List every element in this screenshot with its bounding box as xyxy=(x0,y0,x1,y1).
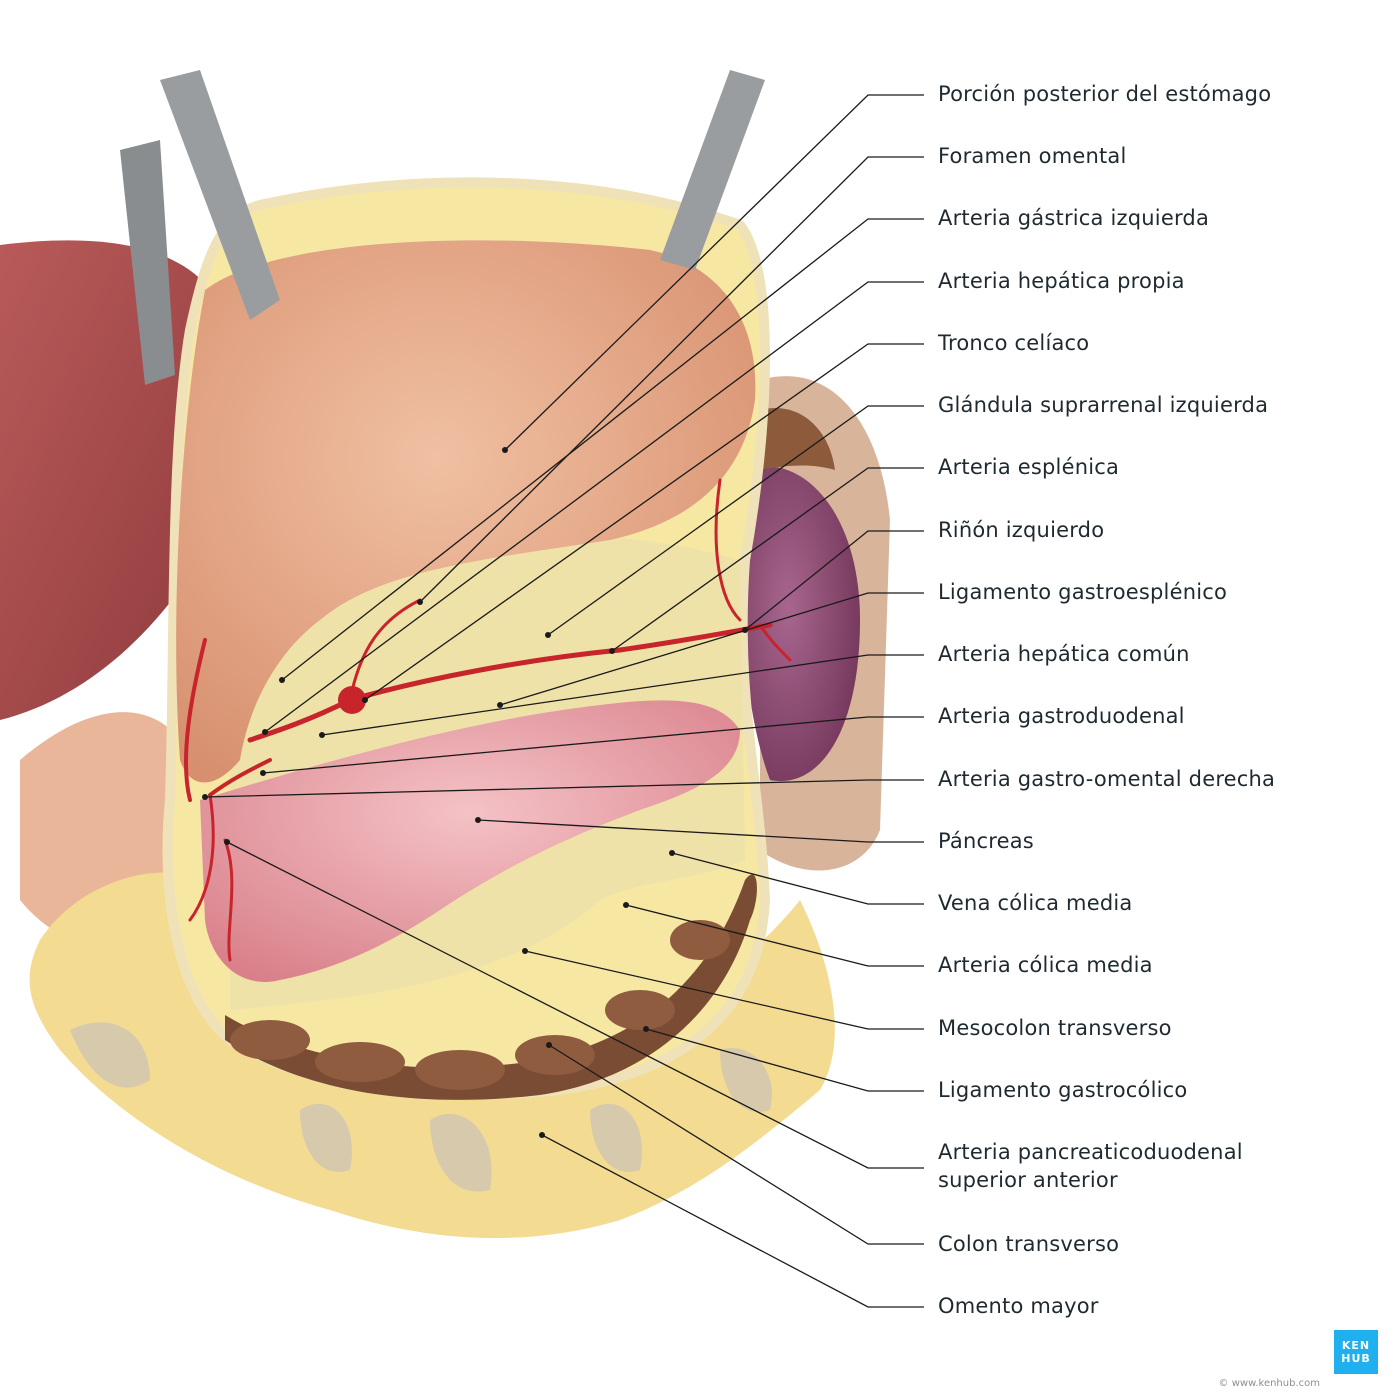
leader-line-colon-transverso xyxy=(548,1044,924,1245)
label-text: Vena cólica media xyxy=(938,891,1133,915)
leader-line-arteria-gastroduodenal xyxy=(262,716,924,774)
label-foramen-omental: Foramen omental xyxy=(938,142,1127,170)
leader-dot-arteria-pancreaticoduodenal xyxy=(224,839,230,845)
label-rinon-izquierdo: Riñón izquierdo xyxy=(938,516,1104,544)
copyright-text: © www.kenhub.com xyxy=(1218,1378,1320,1389)
label-ligamento-gastroesplenico: Ligamento gastroesplénico xyxy=(938,578,1227,606)
label-text: Ligamento gastrocólico xyxy=(938,1078,1188,1102)
leader-dot-arteria-esplenica xyxy=(609,648,615,654)
leader-dot-arteria-colica-media xyxy=(623,902,629,908)
label-text: Arteria hepática común xyxy=(938,642,1190,666)
label-vena-colica-media: Vena cólica media xyxy=(938,889,1132,917)
label-arteria-gastro-omental-derecha: Arteria gastro-omental derecha xyxy=(938,765,1275,793)
label-text: Arteria hepática propia xyxy=(938,269,1185,293)
label-glandula-suprarrenal-izquierda: Glándula suprarrenal izquierda xyxy=(938,391,1268,419)
leader-dot-mesocolon-transverso xyxy=(522,948,528,954)
label-text: Mesocolon transverso xyxy=(938,1016,1172,1040)
label-ligamento-gastrocolico: Ligamento gastrocólico xyxy=(938,1076,1187,1104)
label-text: Arteria gástrica izquierda xyxy=(938,206,1210,230)
leader-dot-arteria-hepatica-propia xyxy=(262,729,268,735)
label-text: Arteria gastroduodenal xyxy=(938,704,1185,728)
leader-dot-rinon-izquierdo xyxy=(742,627,748,633)
leader-line-arteria-hepatica-propia xyxy=(264,281,924,733)
label-omento-mayor: Omento mayor xyxy=(938,1292,1099,1320)
leader-dot-tronco-celiaco xyxy=(362,697,368,703)
label-text: Arteria esplénica xyxy=(938,455,1120,479)
label-arteria-hepatica-comun: Arteria hepática común xyxy=(938,640,1190,668)
label-arteria-colica-media: Arteria cólica media xyxy=(938,951,1153,979)
leader-dot-arteria-gastrica-izquierda xyxy=(279,677,285,683)
pancreas-shape xyxy=(200,700,740,982)
leader-line-vena-colica-media xyxy=(671,852,924,905)
leader-line-glandula-suprarrenal-izquierda xyxy=(547,405,924,636)
label-text: Omento mayor xyxy=(938,1294,1099,1318)
left-kidney xyxy=(740,466,860,782)
left-adrenal-gland xyxy=(750,408,835,470)
label-mesocolon-transverso: Mesocolon transverso xyxy=(938,1014,1172,1042)
arteries xyxy=(184,478,792,962)
leader-dot-arteria-gastroduodenal xyxy=(260,770,266,776)
label-pancreas: Páncreas xyxy=(938,827,1034,855)
leader-dot-pancreas xyxy=(475,817,481,823)
leader-line-pancreas xyxy=(477,819,924,843)
label-text: Tronco celíaco xyxy=(938,331,1090,355)
leader-line-omento-mayor xyxy=(541,1134,924,1308)
logo-line-1: KEN xyxy=(1341,1339,1371,1352)
leader-line-ligamento-gastrocolico xyxy=(645,1028,924,1092)
label-arteria-gastroduodenal: Arteria gastroduodenal xyxy=(938,702,1185,730)
leader-dots xyxy=(202,447,748,1138)
leader-line-ligamento-gastroesplenico xyxy=(499,592,924,706)
label-tronco-celiaco: Tronco celíaco xyxy=(938,329,1089,357)
greater-omentum xyxy=(29,872,835,1239)
leader-dot-omento-mayor xyxy=(539,1132,545,1138)
leader-line-mesocolon-transverso xyxy=(524,950,924,1030)
retractor-right xyxy=(660,70,765,270)
label-arteria-gastrica-izquierda: Arteria gástrica izquierda xyxy=(938,204,1209,232)
leader-line-arteria-pancreaticoduodenal xyxy=(226,841,924,1169)
leader-dot-glandula-suprarrenal-izquierda xyxy=(545,632,551,638)
leader-line-tronco-celiaco xyxy=(364,343,924,701)
label-text: Arteria cólica media xyxy=(938,953,1153,977)
leader-line-arteria-gastro-omental-derecha xyxy=(204,779,924,798)
leader-dot-arteria-gastro-omental-derecha xyxy=(202,794,208,800)
leader-dot-foramen-omental xyxy=(417,599,423,605)
label-porcion-posterior-estomago: Porción posterior del estómago xyxy=(938,80,1271,108)
label-text: Foramen omental xyxy=(938,144,1127,168)
label-text: Arteria pancreaticoduodenal xyxy=(938,1140,1243,1164)
leader-line-arteria-esplenica xyxy=(611,467,924,652)
label-arteria-pancreaticoduodenal: Arteria pancreaticoduodenal superior ante… xyxy=(938,1138,1243,1194)
label-text: Riñón izquierdo xyxy=(938,518,1105,542)
label-text: Glándula suprarrenal izquierda xyxy=(938,393,1269,417)
leader-dot-ligamento-gastroesplenico xyxy=(497,702,503,708)
leader-line-arteria-gastrica-izquierda xyxy=(281,218,924,681)
label-text: Arteria gastro-omental derecha xyxy=(938,767,1276,791)
label-text-line-2: superior anterior xyxy=(938,1168,1118,1192)
label-arteria-hepatica-propia: Arteria hepática propia xyxy=(938,267,1185,295)
label-text: Colon transverso xyxy=(938,1232,1120,1256)
leader-line-porcion-posterior-estomago xyxy=(504,94,924,451)
label-colon-transverso: Colon transverso xyxy=(938,1230,1119,1258)
leader-line-arteria-colica-media xyxy=(625,904,924,967)
label-text: Ligamento gastroesplénico xyxy=(938,580,1228,604)
leader-line-arteria-hepatica-comun xyxy=(321,654,924,736)
leader-line-rinon-izquierdo xyxy=(744,530,924,631)
retractor-left xyxy=(120,70,280,385)
kenhub-logo: KEN HUB xyxy=(1334,1330,1378,1374)
stomach xyxy=(176,240,756,783)
leader-dot-porcion-posterior-estomago xyxy=(502,447,508,453)
label-text: Páncreas xyxy=(938,829,1034,853)
label-arteria-esplenica: Arteria esplénica xyxy=(938,453,1119,481)
leader-lines xyxy=(204,94,924,1308)
leader-dot-arteria-hepatica-comun xyxy=(319,732,325,738)
label-text: Porción posterior del estómago xyxy=(938,82,1272,106)
logo-line-2: HUB xyxy=(1341,1352,1371,1365)
leader-dot-colon-transverso xyxy=(546,1042,552,1048)
leader-dot-vena-colica-media xyxy=(669,850,675,856)
leader-dot-ligamento-gastrocolico xyxy=(643,1026,649,1032)
